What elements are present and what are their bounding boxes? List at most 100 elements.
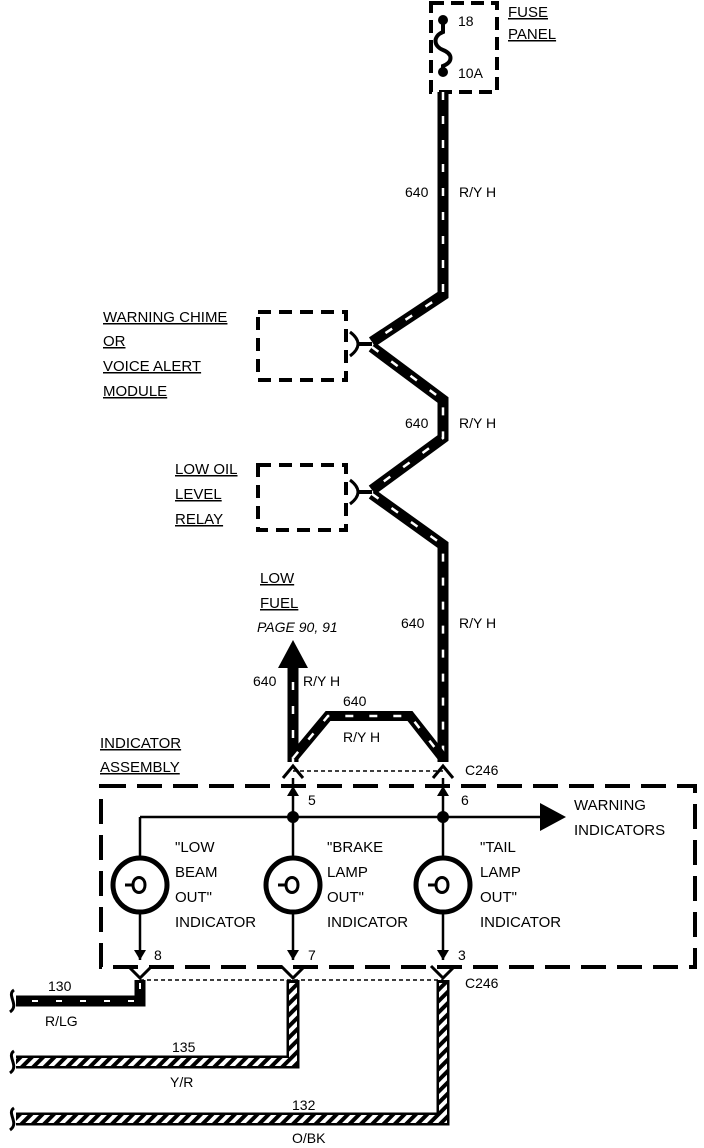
wire-130-break xyxy=(8,988,16,1014)
low-fuel-label-line2: FUEL xyxy=(260,595,298,612)
tail-label-line4: INDICATOR xyxy=(480,914,561,931)
wire-640-color-label-1: R/Y H xyxy=(459,184,496,200)
pin-3-label: 3 xyxy=(458,947,466,963)
warning-chime-label-line2: OR xyxy=(103,333,126,350)
warning-indicators-arrow xyxy=(540,803,566,831)
low-oil-relay: LOW OIL LEVEL RELAY xyxy=(175,461,372,532)
wire-130-color-label: R/LG xyxy=(45,1013,78,1029)
tail-label-line3: OUT" xyxy=(480,889,517,906)
bus-color-label: R/Y H xyxy=(343,729,380,745)
wire-130-circuit-label: 130 xyxy=(48,978,72,994)
low-beam-label-line3: OUT" xyxy=(175,889,212,906)
brake-filament xyxy=(278,876,300,894)
low-beam-ground-arrow xyxy=(134,950,146,960)
low-fuel-circuit-label: 640 xyxy=(253,673,277,689)
low-oil-label-line1: LOW OIL xyxy=(175,461,238,478)
tail-bulb xyxy=(413,855,473,915)
c246-bottom-pin-7 xyxy=(279,964,307,981)
wire-132-stripe xyxy=(16,983,447,1123)
wire-640-circuit-label-2: 640 xyxy=(405,415,429,431)
wire-135: 135 Y/R xyxy=(8,980,300,1090)
wire-640-main: 640 R/Y H 640 R/Y H 640 R/Y H xyxy=(368,92,496,762)
c246-top-pin-6 xyxy=(431,763,455,779)
wire-640-segment-relay-to-c246-tracer xyxy=(371,492,445,762)
pin-6-arrowhead xyxy=(437,786,449,796)
low-beam-label-line2: BEAM xyxy=(175,864,218,881)
wire-135-break xyxy=(8,1049,16,1075)
wire-132-circuit-label: 132 xyxy=(292,1097,316,1113)
wire-640-bus: 640 R/Y H xyxy=(289,693,447,762)
brake-bulb xyxy=(263,855,323,915)
fuse-panel: 18 10A FUSE PANEL xyxy=(429,1,556,94)
low-oil-label-line2: LEVEL xyxy=(175,486,222,503)
warning-indicators-label-line1: WARNING xyxy=(574,797,646,814)
wire-132-break xyxy=(8,1106,16,1132)
warning-chime-label-line3: VOICE ALERT xyxy=(103,358,201,375)
tail-label-line2: LAMP xyxy=(480,864,521,881)
bus-wire-tracer xyxy=(292,714,444,759)
fuse-panel-label-line1: FUSE xyxy=(508,4,548,21)
pin-6-label: 6 xyxy=(461,792,469,808)
warning-chime-connector xyxy=(349,330,360,358)
indicator-assembly: INDICATOR ASSEMBLY C246 5 6 WARNING INDI… xyxy=(99,735,697,991)
low-beam-label-line1: "LOW xyxy=(175,839,215,856)
wire-130: 130 R/LG xyxy=(8,978,146,1029)
pin-7-label: 7 xyxy=(308,947,316,963)
low-beam-bulb xyxy=(110,855,170,915)
indicator-assembly-label-line2: ASSEMBLY xyxy=(100,759,180,776)
bus-circuit-label: 640 xyxy=(343,693,367,709)
wire-132: 132 O/BK xyxy=(8,980,450,1146)
pin-5-arrowhead xyxy=(287,786,299,796)
wire-640-segment-fuse-to-chime xyxy=(368,92,449,347)
warning-chime-label-line1: WARNING CHIME xyxy=(103,309,227,326)
low-fuel-label-line1: LOW xyxy=(260,570,295,587)
brake-label-line4: INDICATOR xyxy=(327,914,408,931)
c246-bottom-pin-8 xyxy=(126,964,154,981)
fuse-rating: 10A xyxy=(458,65,484,81)
fuse-panel-box xyxy=(429,1,499,94)
low-fuel-color-label: R/Y H xyxy=(303,673,340,689)
tail-filament xyxy=(428,876,450,894)
low-fuel-branch: LOW FUEL PAGE 90, 91 640 R/Y H xyxy=(253,570,340,762)
wire-135-circuit-label: 135 xyxy=(172,1039,196,1055)
warning-chime-module-box xyxy=(256,310,348,382)
brake-ground-arrow xyxy=(287,950,299,960)
brake-label-line2: LAMP xyxy=(327,864,368,881)
brake-label-line3: OUT" xyxy=(327,889,364,906)
wire-640-circuit-label-1: 640 xyxy=(405,184,429,200)
low-fuel-page-ref: PAGE 90, 91 xyxy=(257,619,338,635)
tail-label-line1: "TAIL xyxy=(480,839,516,856)
wire-640-segment-chime-to-relay-tracer xyxy=(371,345,445,492)
pin-5-label: 5 xyxy=(308,792,316,808)
low-oil-relay-connector xyxy=(349,478,360,506)
fuse-number: 18 xyxy=(458,13,474,29)
pin-8-label: 8 xyxy=(154,947,162,963)
wire-130-tracer xyxy=(16,983,141,1002)
indicator-assembly-box xyxy=(99,784,697,969)
c246-bottom-label: C246 xyxy=(465,975,499,991)
tail-lamp-out-indicator: "TAIL LAMP OUT" INDICATOR xyxy=(413,817,561,960)
brake-lamp-out-indicator: "BRAKE LAMP OUT" INDICATOR xyxy=(263,817,408,960)
c246-bottom-pin-3 xyxy=(429,964,457,981)
fuse-panel-label-line2: PANEL xyxy=(508,26,556,43)
warning-chime-label-line4: MODULE xyxy=(103,383,167,400)
wire-132-color-label: O/BK xyxy=(292,1130,326,1146)
low-oil-relay-box xyxy=(256,463,348,532)
indicator-assembly-label-line1: INDICATOR xyxy=(100,735,181,752)
tail-ground-arrow xyxy=(437,950,449,960)
low-fuel-arrow xyxy=(278,640,308,668)
wire-135-color-label: Y/R xyxy=(170,1074,193,1090)
fuse-element xyxy=(433,20,453,72)
low-beam-filament xyxy=(125,876,147,894)
wire-130-body xyxy=(16,980,146,1007)
low-oil-label-line3: RELAY xyxy=(175,511,223,528)
wire-135-stripe xyxy=(16,983,297,1066)
brake-label-line1: "BRAKE xyxy=(327,839,383,856)
warning-indicators-label-line2: INDICATORS xyxy=(574,822,665,839)
c246-top-label: C246 xyxy=(465,762,499,778)
wire-640-circuit-label-3: 640 xyxy=(401,615,425,631)
wire-640-color-label-2: R/Y H xyxy=(459,415,496,431)
warning-chime-module: WARNING CHIME OR VOICE ALERT MODULE xyxy=(103,309,372,400)
c246-top-pin-5 xyxy=(281,763,305,779)
